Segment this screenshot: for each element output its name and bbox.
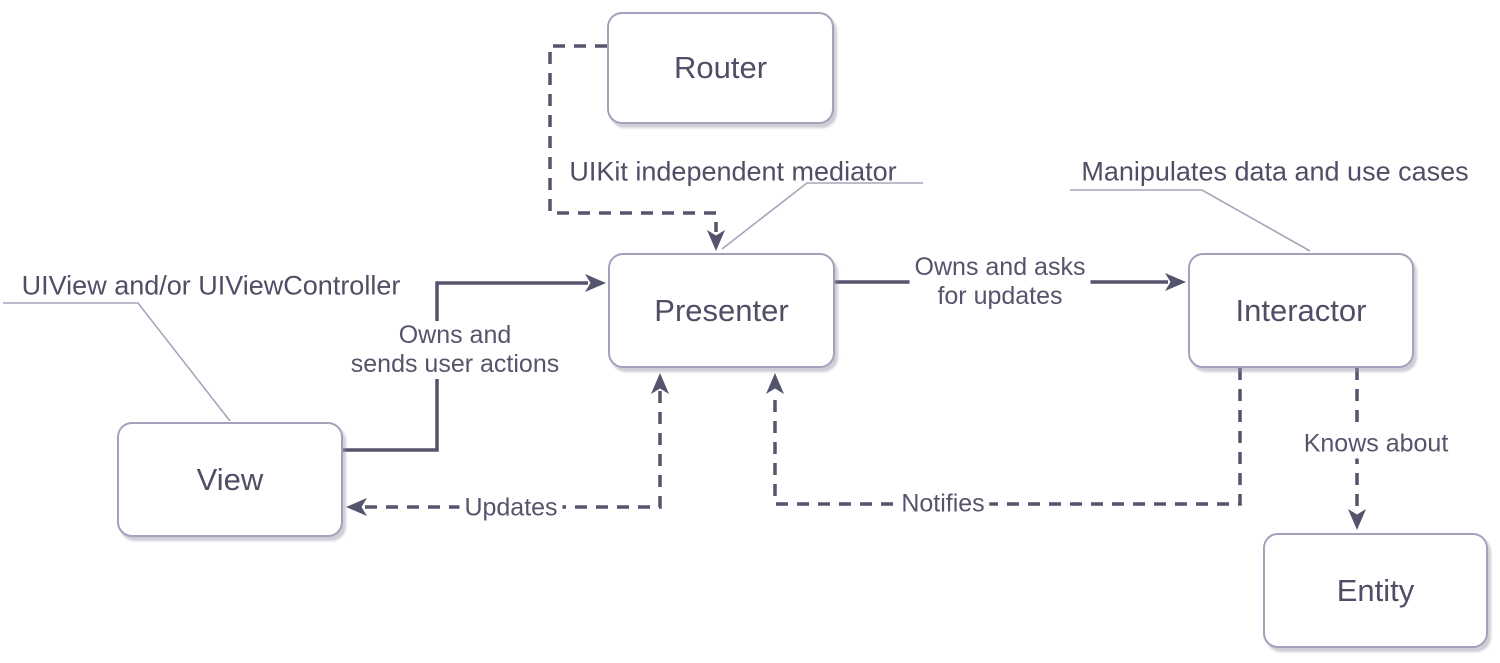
callout-line-interactor-note xyxy=(1070,189,1311,252)
edge-interactor-presenter-notifies xyxy=(766,368,1242,506)
node-router: Router xyxy=(607,12,834,124)
node-router-label: Router xyxy=(673,50,768,85)
edge-label-owns-asks: Owns and asks for updates xyxy=(909,253,1091,311)
arrowhead-up-icon xyxy=(651,373,669,394)
edge-label-knows-about: Knows about xyxy=(1298,429,1454,459)
annotation-presenter-note: UIKit independent mediator xyxy=(569,156,897,187)
arrowhead-right-icon xyxy=(585,274,606,292)
arrowhead-up-icon xyxy=(766,373,784,394)
edge-label-owns-sends-line1: Owns and xyxy=(398,321,512,349)
node-presenter-label: Presenter xyxy=(654,292,789,328)
annotation-view-note: UIView and/or UIViewController xyxy=(21,270,401,301)
node-view: View xyxy=(117,422,343,537)
arrowhead-right-icon xyxy=(1165,273,1186,291)
node-interactor: Interactor xyxy=(1188,253,1414,368)
arrowhead-down-icon xyxy=(707,230,725,251)
arrowhead-down-icon xyxy=(1348,509,1366,530)
edge-label-owns-asks-line1: Owns and asks xyxy=(914,253,1086,281)
edge-router-presenter xyxy=(548,44,725,251)
edge-label-owns-sends-line2: sends user actions xyxy=(350,350,560,378)
annotation-interactor-note: Manipulates data and use cases xyxy=(1081,156,1469,187)
callout-line-presenter-note xyxy=(721,182,923,250)
node-view-label: View xyxy=(196,461,264,497)
node-entity: Entity xyxy=(1263,533,1488,648)
node-entity-label: Entity xyxy=(1336,572,1415,608)
node-presenter: Presenter xyxy=(608,253,835,368)
node-interactor-label: Interactor xyxy=(1235,292,1367,328)
edge-label-owns-asks-line2: for updates xyxy=(937,282,1063,310)
callout-line-view-note xyxy=(3,302,231,422)
arrowhead-left-icon xyxy=(346,498,367,516)
edge-label-updates: Updates xyxy=(459,493,563,523)
edge-presenter-view-updates xyxy=(346,373,669,516)
edge-label-notifies: Notifies xyxy=(896,489,990,519)
edge-label-owns-sends: Owns and sends user actions xyxy=(345,321,565,379)
